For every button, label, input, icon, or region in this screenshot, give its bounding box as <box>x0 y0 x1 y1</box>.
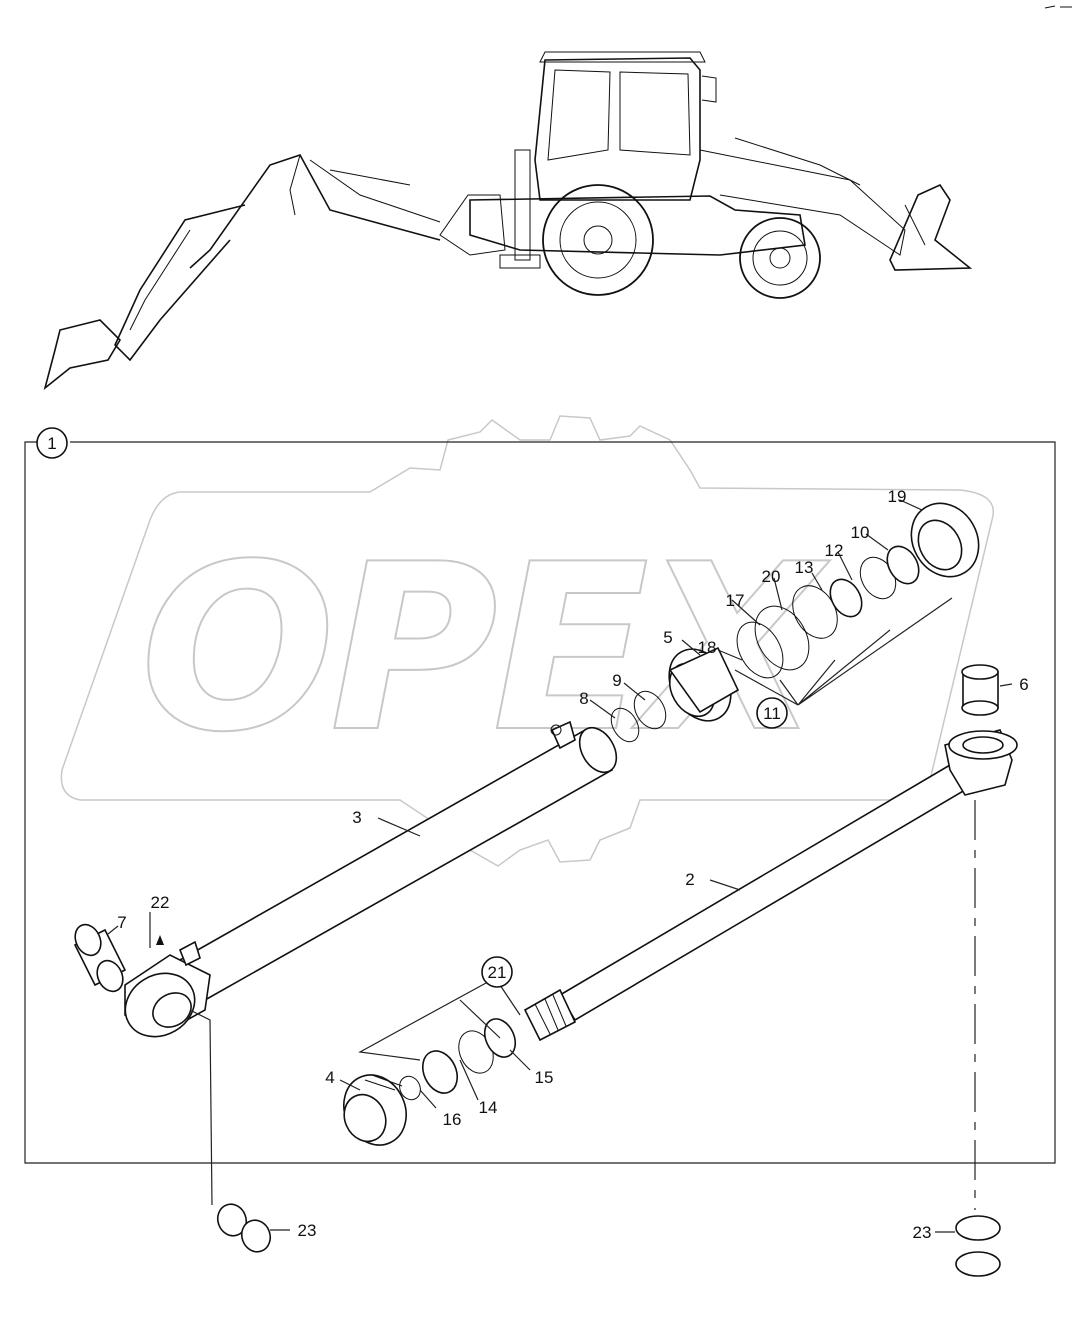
callout-20: 20 <box>762 567 781 586</box>
callout-17: 17 <box>726 591 745 610</box>
callout-23-left: 23 <box>298 1221 317 1240</box>
callout-12: 12 <box>825 541 844 560</box>
callout-14: 14 <box>479 1098 498 1117</box>
cylinder-barrel <box>124 720 618 1038</box>
callout-10: 10 <box>851 523 870 542</box>
callout-11-circle <box>756 697 788 729</box>
watermark-text: OPEX <box>140 516 830 783</box>
kit-boundary <box>24 441 1056 1164</box>
callout-6: 6 <box>1019 675 1028 694</box>
backhoe-loader-illustration <box>43 51 973 391</box>
corner-mark <box>1044 5 1072 9</box>
callout-18: 18 <box>698 638 717 657</box>
callout-9: 9 <box>612 671 621 690</box>
callout-23-right: 23 <box>913 1223 932 1242</box>
callout-21: 21 <box>488 963 507 982</box>
bushings <box>73 664 999 993</box>
callout-11: 11 <box>763 704 781 723</box>
piston-and-seals <box>343 1018 517 1146</box>
callout-8: 8 <box>579 689 588 708</box>
callout-1: 1 <box>47 434 56 453</box>
piston-rod <box>523 729 1018 1042</box>
callout-5: 5 <box>663 628 672 647</box>
gland-and-seals <box>610 502 980 743</box>
callout-2: 2 <box>685 870 694 889</box>
callout-13: 13 <box>795 558 814 577</box>
callout-19: 19 <box>888 487 907 506</box>
callout-7: 7 <box>117 913 126 932</box>
callout-22-arrow <box>156 935 164 945</box>
callout-15: 15 <box>535 1068 554 1087</box>
callout-22: 22 <box>151 893 170 912</box>
leader-lines <box>107 499 1013 1233</box>
callout-1-circle <box>36 427 68 459</box>
loose-orings <box>216 1203 1001 1277</box>
watermark: OPEX <box>60 415 994 867</box>
callout-labels: 1 2 3 4 5 6 7 8 9 10 11 12 13 14 15 16 1… <box>36 427 1029 1242</box>
callout-4: 4 <box>325 1068 334 1087</box>
callout-3: 3 <box>352 808 361 827</box>
callout-16: 16 <box>443 1110 462 1129</box>
callout-21-circle <box>481 956 513 988</box>
